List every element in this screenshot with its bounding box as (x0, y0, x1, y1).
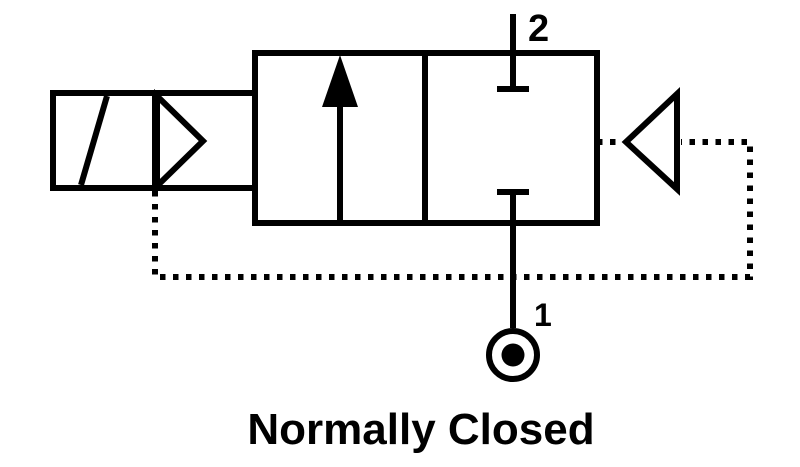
valve-position-closed (497, 14, 529, 195)
port-1-label: 1 (534, 297, 552, 333)
pilot-return-operator (621, 87, 680, 196)
port-2-label: 2 (528, 8, 549, 50)
solenoid-operator (50, 88, 258, 194)
valve-position-open (322, 55, 358, 220)
flow-arrow-icon (322, 55, 358, 107)
pilot-line-loop (152, 139, 753, 280)
pressure-source-dot-icon (501, 343, 525, 367)
pilot-return-triangle-icon (621, 87, 680, 196)
solenoid-coil-icon (78, 95, 110, 186)
solenoid-pilot-triangle-icon (154, 88, 208, 194)
valve-body (252, 50, 600, 226)
pilot-signal-lines (152, 139, 753, 280)
pressure-source-circle-icon (486, 328, 540, 382)
port-1-assembly (486, 192, 540, 382)
diagram-caption: Normally Closed (247, 405, 594, 454)
